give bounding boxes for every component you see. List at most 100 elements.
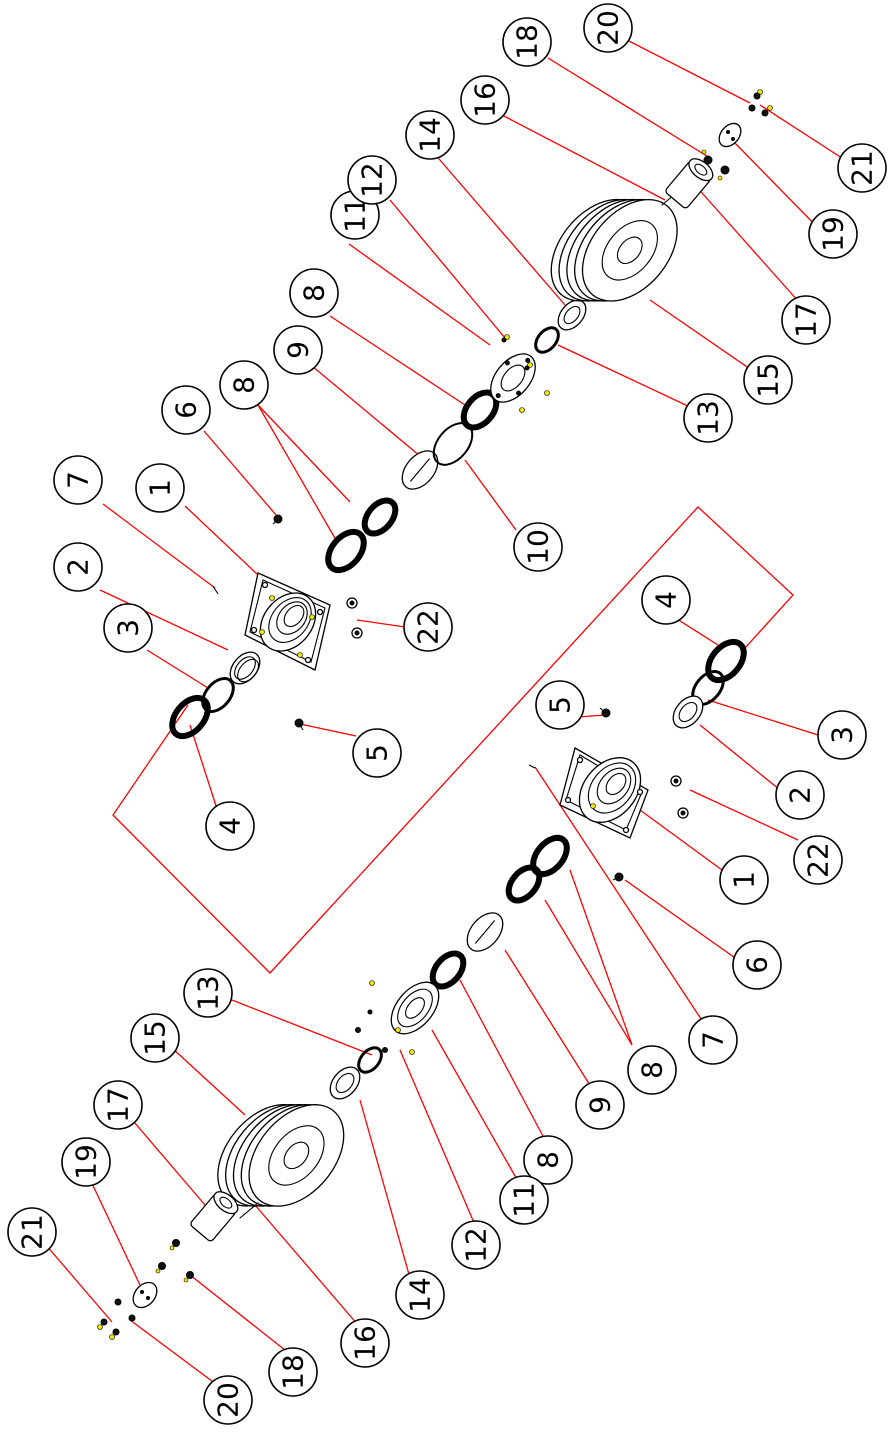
callout-balloon: 19 — [808, 209, 858, 259]
svg-text:6: 6 — [741, 956, 774, 974]
svg-text:8: 8 — [298, 284, 331, 302]
part-7-pin — [528, 764, 536, 769]
svg-text:7: 7 — [62, 471, 95, 489]
svg-text:7: 7 — [697, 1031, 730, 1049]
svg-text:20: 20 — [212, 1382, 245, 1418]
svg-text:9: 9 — [282, 341, 315, 359]
svg-text:9: 9 — [584, 1096, 617, 1114]
svg-text:18: 18 — [511, 24, 544, 60]
svg-text:8: 8 — [532, 1151, 565, 1169]
part-17-taper-bushing — [190, 1191, 239, 1242]
callout-balloon: 20 — [583, 3, 633, 53]
callout-balloon: 21 — [7, 1207, 57, 1257]
part-19-washer-plate — [132, 1281, 158, 1309]
svg-text:4: 4 — [214, 817, 247, 835]
callout-balloon: 18 — [502, 17, 552, 67]
part-20-21-bolts — [97, 1298, 136, 1340]
callout-balloon: 15 — [743, 355, 793, 405]
callout-balloon: 3 — [103, 603, 153, 653]
svg-text:22: 22 — [802, 842, 835, 878]
part-1-bearing-housing — [559, 747, 649, 839]
svg-text:16: 16 — [469, 82, 502, 118]
part-2-bushing — [229, 651, 261, 685]
callout-balloon: 5 — [352, 728, 402, 778]
part-9-disc — [401, 450, 439, 490]
callout-balloon: 1 — [135, 463, 185, 513]
svg-text:2: 2 — [62, 558, 95, 576]
svg-text:12: 12 — [460, 1227, 493, 1263]
callout-balloon: 13 — [683, 393, 733, 443]
svg-text:21: 21 — [16, 1214, 49, 1250]
callout-balloon: 14 — [405, 110, 455, 160]
svg-text:17: 17 — [102, 1087, 135, 1123]
part-6-grease-fitting — [612, 872, 624, 882]
part-12-screws — [501, 334, 550, 413]
part-15-pulley — [217, 1103, 345, 1207]
svg-text:20: 20 — [592, 10, 625, 46]
part-8-seal — [325, 528, 367, 574]
svg-text:14: 14 — [414, 117, 447, 153]
callout-balloon: 9 — [273, 325, 323, 375]
callout-balloon: 8 — [627, 1045, 677, 1095]
svg-text:6: 6 — [170, 401, 203, 419]
callout-balloon: 5 — [535, 680, 585, 730]
part-2-bushing — [672, 695, 704, 729]
callout-balloon: 3 — [817, 710, 867, 760]
part-4-oring — [705, 638, 747, 684]
callout-balloon: 14 — [395, 1270, 445, 1320]
svg-text:18: 18 — [277, 1354, 310, 1390]
part-22-nuts — [670, 775, 689, 819]
part-18-screws — [701, 149, 730, 181]
part-13-ring — [357, 1046, 383, 1074]
svg-text:5: 5 — [361, 744, 394, 762]
part-4-oring — [169, 694, 211, 740]
part-12-screws — [355, 980, 415, 1055]
part-7-pin — [212, 585, 219, 595]
svg-text:17: 17 — [790, 302, 823, 338]
callout-balloon: 7 — [688, 1015, 738, 1065]
callout-balloon: 18 — [268, 1347, 318, 1397]
svg-text:8: 8 — [636, 1061, 669, 1079]
part-3-ring — [201, 677, 235, 713]
part-20-21-bolts — [748, 89, 773, 117]
svg-text:8: 8 — [228, 376, 261, 394]
part-11-end-cover — [490, 353, 536, 403]
callout-balloon: 2 — [775, 770, 825, 820]
callout-balloon: 8 — [219, 360, 269, 410]
svg-text:22: 22 — [412, 609, 445, 645]
callout-balloon: 6 — [732, 940, 782, 990]
part-19-washer-plate — [718, 122, 742, 148]
callout-balloon: 7 — [53, 455, 103, 505]
callout-balloon: 13 — [183, 968, 233, 1018]
svg-text:13: 13 — [192, 975, 225, 1011]
part-14-bushing — [329, 1066, 361, 1100]
svg-text:10: 10 — [522, 529, 555, 565]
svg-text:13: 13 — [692, 400, 725, 436]
svg-text:19: 19 — [70, 1144, 103, 1180]
callout-balloon: 21 — [837, 143, 887, 193]
svg-text:4: 4 — [650, 591, 683, 609]
callout-balloon: 9 — [575, 1080, 625, 1130]
part-22-nuts — [346, 597, 363, 639]
svg-text:21: 21 — [846, 150, 879, 186]
svg-text:1: 1 — [728, 871, 761, 889]
callout-balloon: 8 — [289, 268, 339, 318]
part-1-bearing-housing — [244, 572, 331, 671]
callout-balloon: 15 — [130, 1013, 180, 1063]
svg-text:2: 2 — [784, 786, 817, 804]
part-5-grease-fitting — [599, 707, 611, 718]
svg-text:14: 14 — [404, 1277, 437, 1313]
svg-text:3: 3 — [826, 726, 859, 744]
callout-balloon: 20 — [203, 1375, 253, 1425]
upper-assembly-parts — [169, 89, 773, 740]
lower-assembly-parts — [97, 638, 747, 1340]
callout-balloon: 17 — [93, 1080, 143, 1130]
callout-balloon: 19 — [61, 1137, 111, 1187]
part-15-pulley — [550, 198, 678, 302]
callout-balloon: 12 — [347, 155, 397, 205]
svg-text:11: 11 — [508, 1182, 541, 1218]
part-13-ring — [534, 326, 560, 354]
callout-balloon: 10 — [513, 522, 563, 572]
svg-text:1: 1 — [144, 479, 177, 497]
callout-balloon: 2 — [53, 542, 103, 592]
